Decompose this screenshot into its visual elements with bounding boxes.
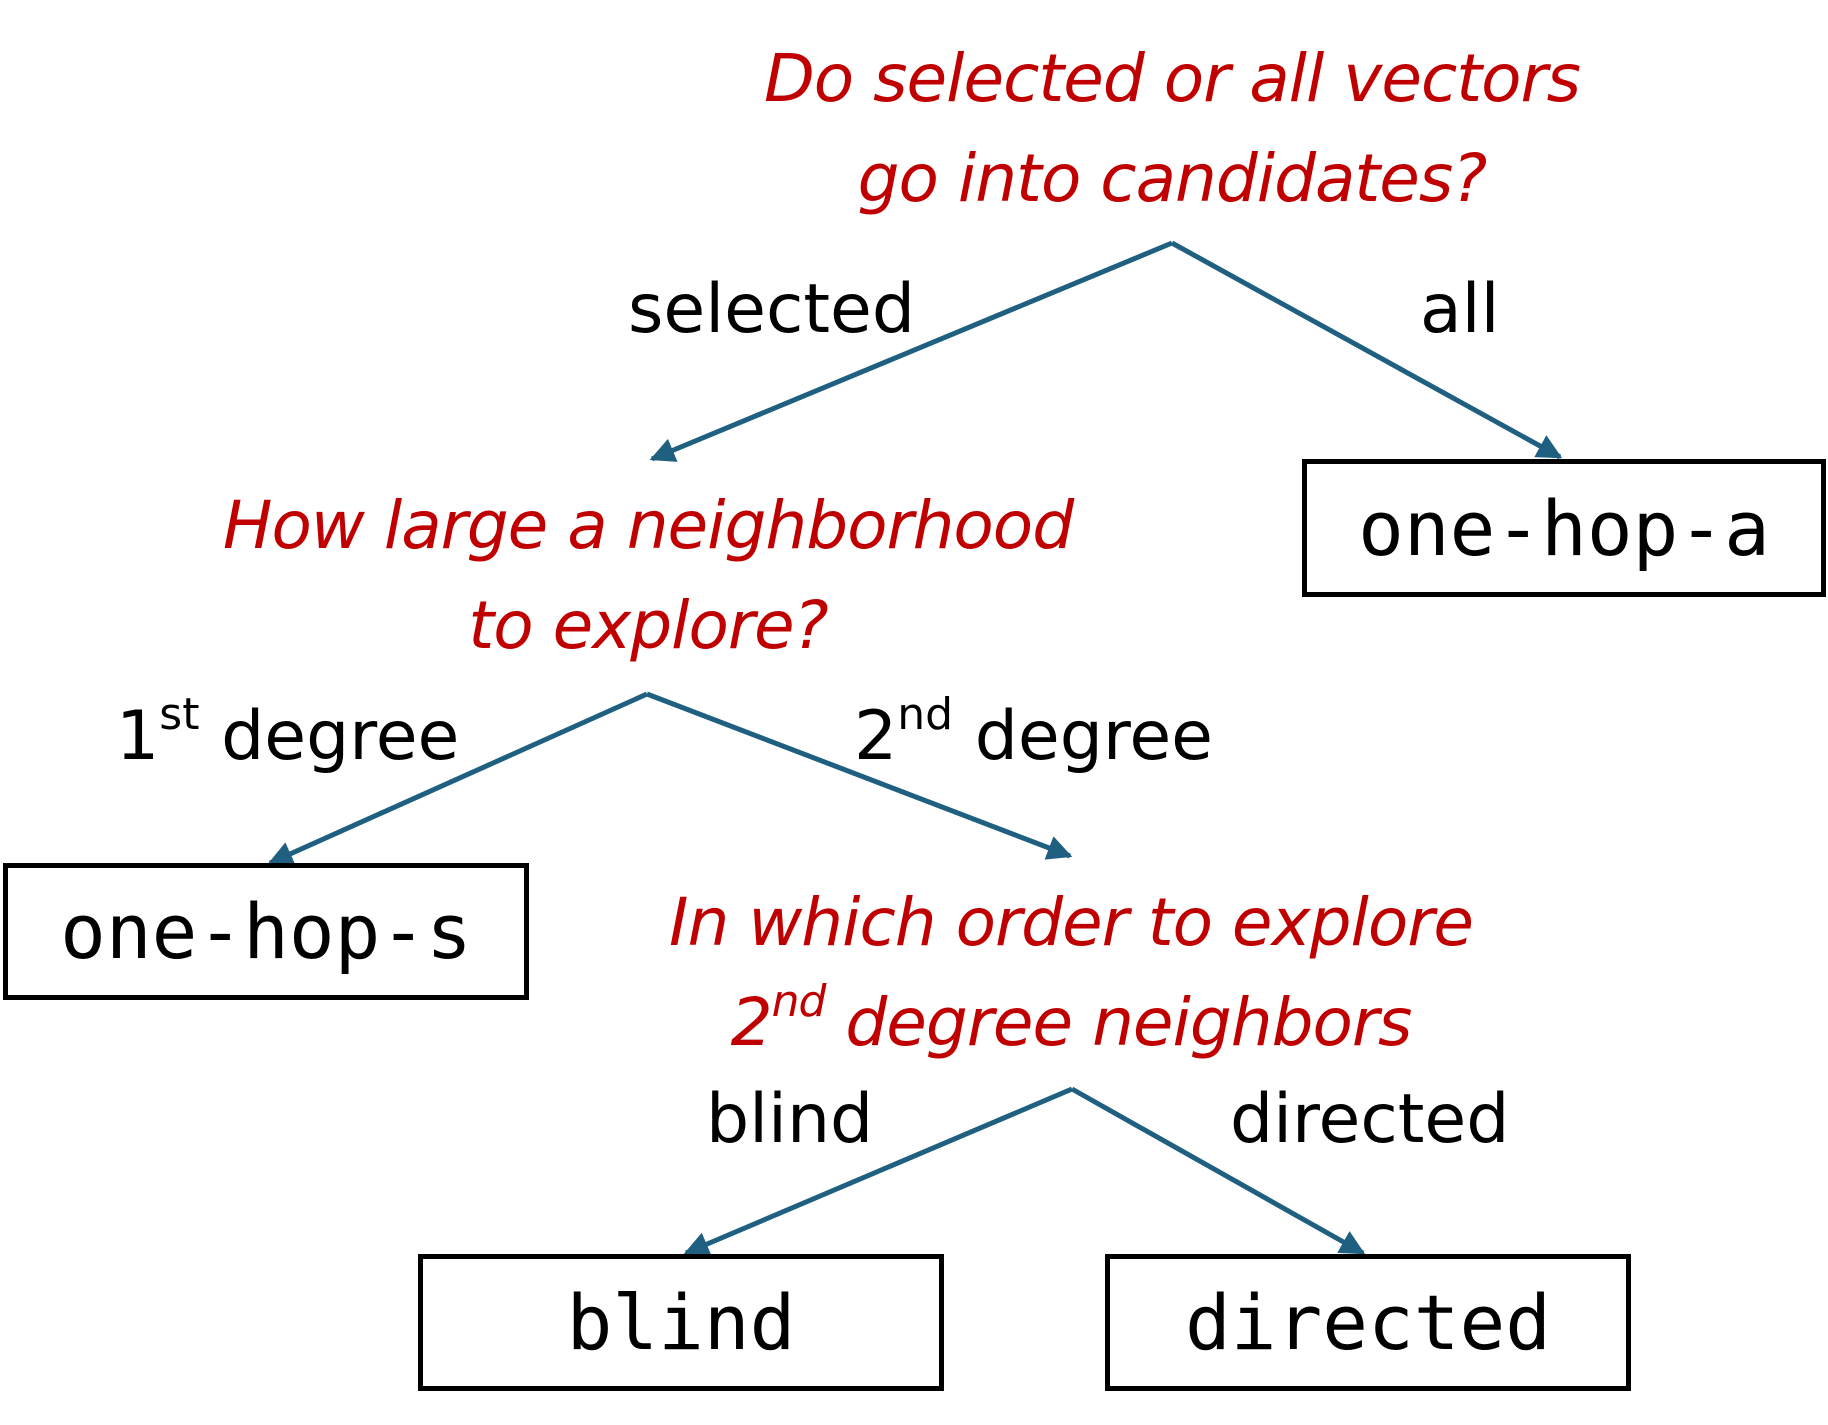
question-neighborhood-line1: How large a neighborhood: [222, 487, 1074, 564]
question-neighborhood: How large a neighborhood to explore?: [148, 476, 1148, 676]
question-neighborhood-line2: to explore?: [468, 587, 828, 664]
edge-label-directed: directed: [1230, 1080, 1510, 1159]
question-order-degree-suffix: nd: [771, 976, 827, 1027]
edge-blind-arrow: [683, 1086, 1073, 1256]
question-candidates-line1: Do selected or all vectors: [763, 40, 1581, 117]
edge-label-selected: selected: [628, 270, 916, 349]
leaf-directed: directed: [1105, 1254, 1631, 1391]
question-order: In which order to explore 2nd degree nei…: [571, 873, 1571, 1073]
question-candidates-line2: go into candidates?: [857, 140, 1488, 217]
second-degree-suffix: nd: [897, 689, 954, 741]
edge-label-all: all: [1420, 270, 1500, 349]
edge-second-degree-arrow: [646, 691, 1073, 860]
question-candidates: Do selected or all vectors go into candi…: [672, 29, 1672, 229]
edge-label-blind: blind: [706, 1080, 874, 1159]
question-order-degree-number: 2: [730, 984, 773, 1061]
question-order-line2: 2nd degree neighbors: [571, 973, 1571, 1073]
edge-selected-arrow: [649, 240, 1173, 462]
question-order-line2-text: degree neighbors: [825, 984, 1412, 1061]
leaf-blind: blind: [418, 1254, 944, 1391]
first-degree-suffix: st: [159, 689, 200, 741]
edge-all-arrow: [1170, 240, 1563, 460]
first-degree-number: 1: [116, 697, 160, 776]
edge-label-second-degree: 2nd degree: [854, 693, 1214, 777]
first-degree-text: degree: [199, 697, 460, 776]
second-degree-number: 2: [854, 697, 898, 776]
question-order-line1: In which order to explore: [669, 884, 1474, 961]
leaf-one-hop-s: one-hop-s: [3, 863, 529, 1000]
edge-directed-arrow: [1070, 1086, 1366, 1256]
edge-first-degree-arrow: [267, 691, 649, 866]
second-degree-text: degree: [953, 697, 1214, 776]
edge-label-first-degree: 1st degree: [116, 693, 460, 777]
leaf-one-hop-a: one-hop-a: [1302, 459, 1826, 597]
